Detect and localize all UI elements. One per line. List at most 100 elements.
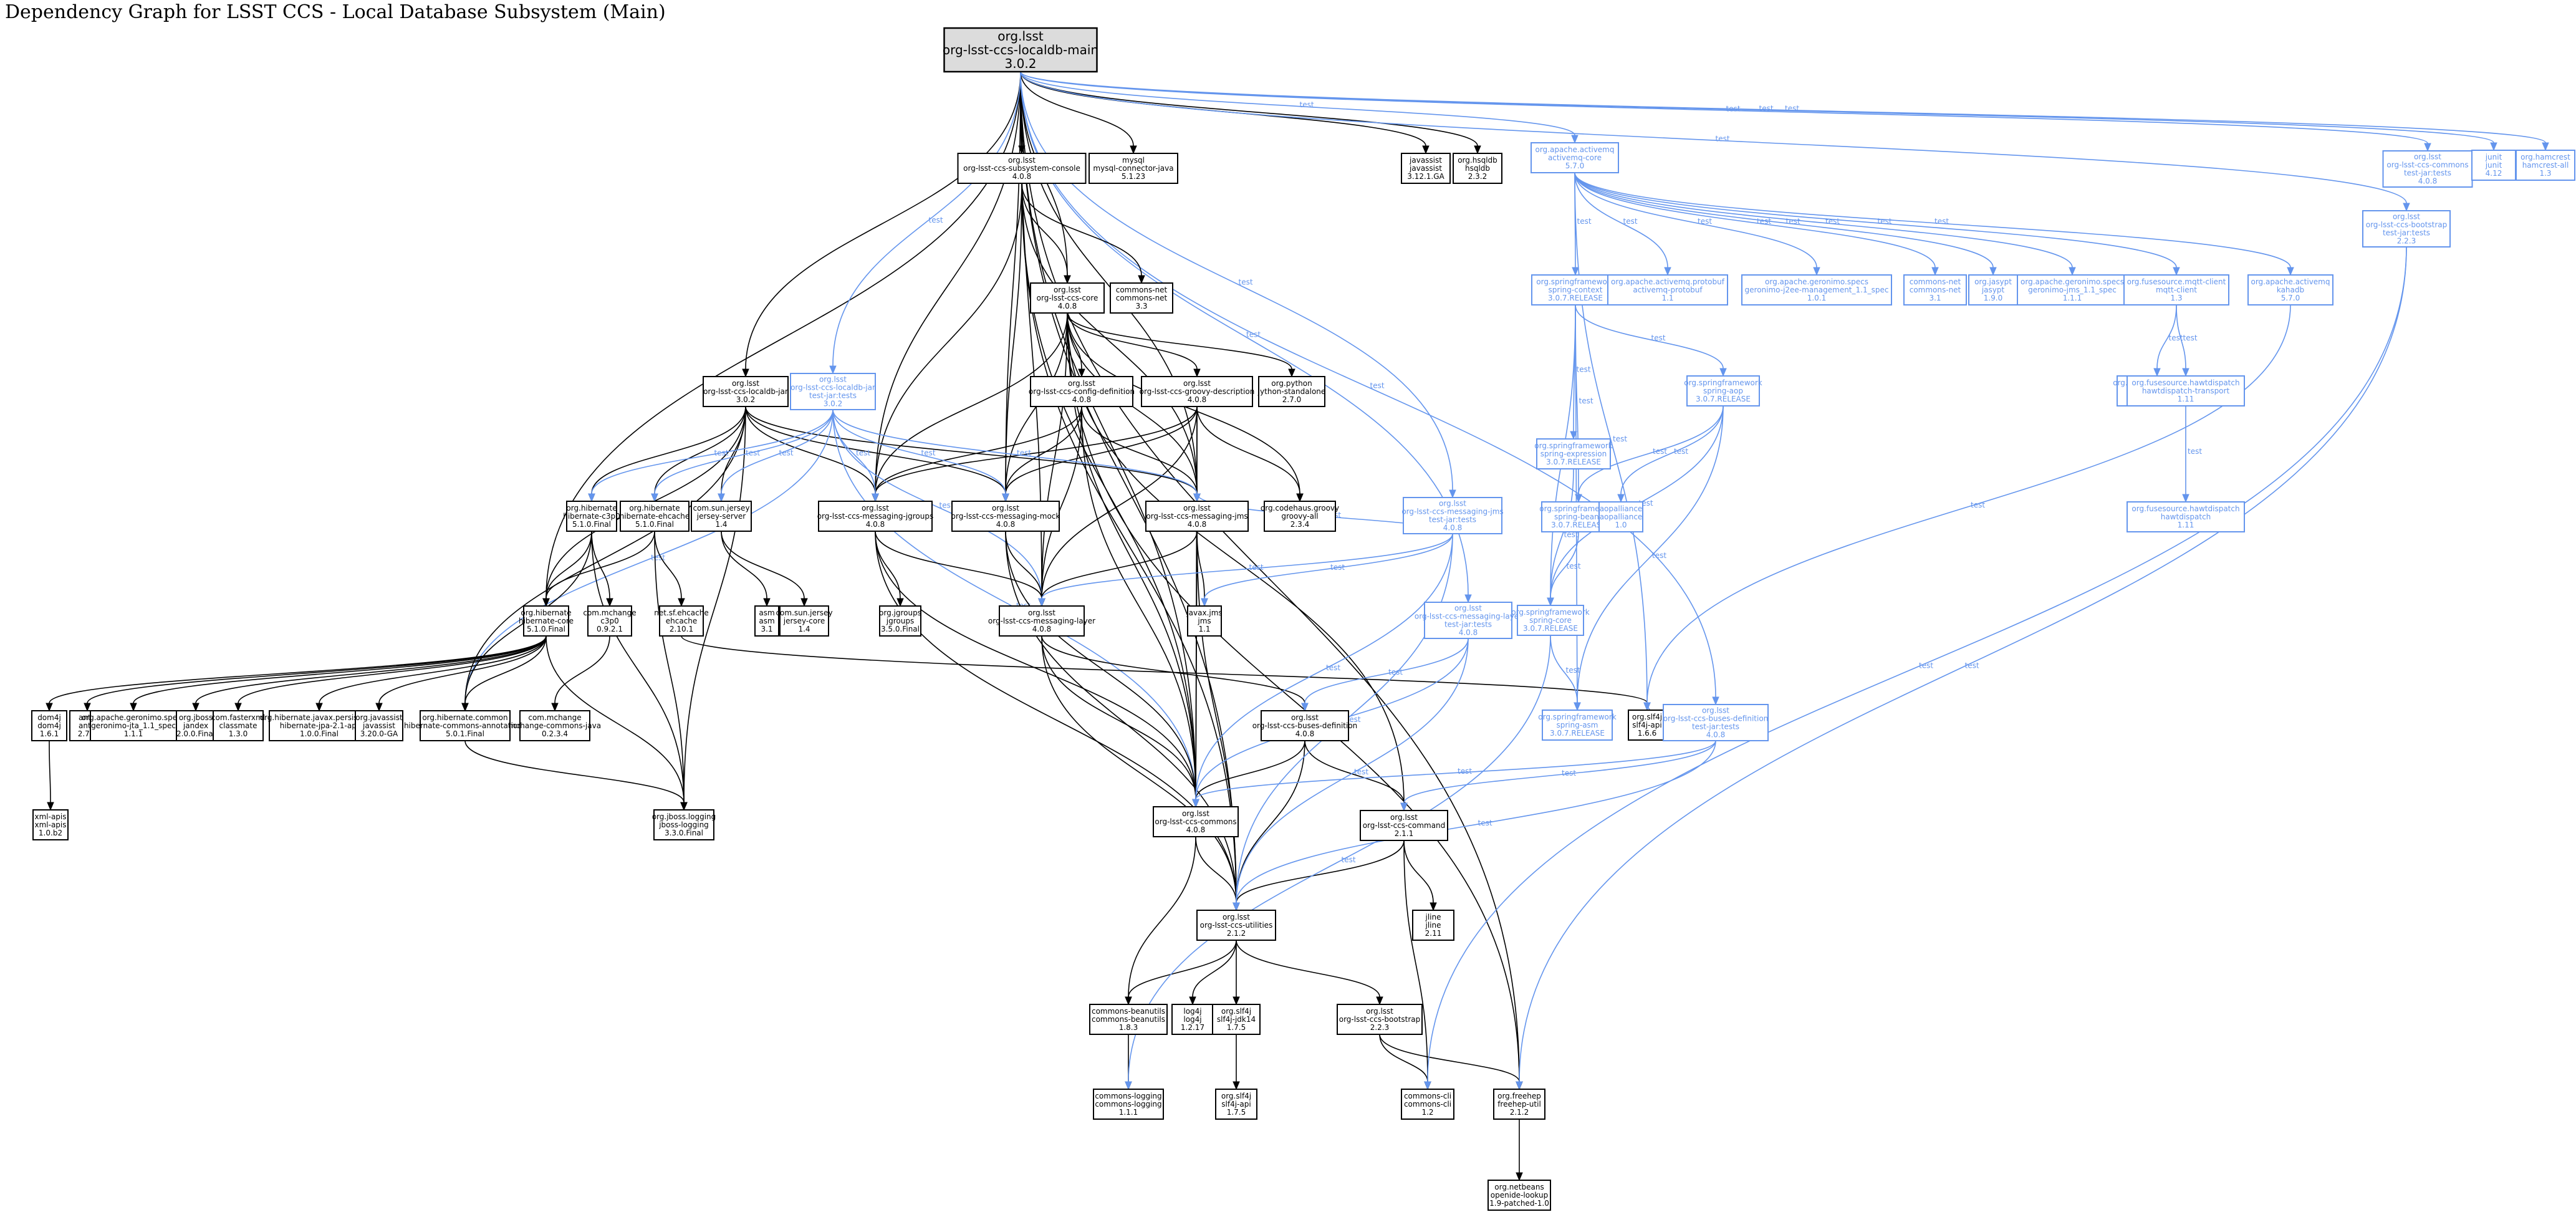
node-msg-layer-tests[interactable]: org.lsstorg-lsst-ccs-messaging-layertest… xyxy=(1415,602,1522,639)
node-console[interactable]: org.lsstorg-lsst-ccs-subsystem-console4.… xyxy=(957,153,1087,184)
node-commons-tests[interactable]: org.lsstorg-lsst-ccs-commonstest-jar:tes… xyxy=(2382,150,2473,188)
node-jms-spec[interactable]: org.apache.geronimo.specsgeronimo-jms_1.… xyxy=(2017,274,2128,305)
edge-line xyxy=(1574,172,2177,268)
node-label-line: org.jasypt xyxy=(1974,277,2012,286)
node-label-line: spring-beans xyxy=(1554,512,1603,521)
dependency-edge: test xyxy=(718,409,834,503)
node-hawt-transport[interactable]: org.fusesource.hawtdispatchhawtdispatch-… xyxy=(2127,375,2245,406)
edge-line xyxy=(1005,71,1021,494)
node-localdb-tests[interactable]: org.lsstorg-lsst-ccs-localdb-jartest-jar… xyxy=(790,373,876,410)
node-hib-annotations[interactable]: org.hibernate.commonhibernate-commons-an… xyxy=(404,710,526,741)
node-label-line: org.freehep xyxy=(1497,1092,1541,1100)
node-label-line: geronimo-jms_1.1_spec xyxy=(2028,286,2117,294)
edge-label-test: test xyxy=(746,449,760,458)
arrowhead xyxy=(1547,597,1554,607)
edge-label-test: test xyxy=(1613,435,1627,443)
edge-line xyxy=(1021,183,1237,903)
node-msg-jms-tests[interactable]: org.lsstorg-lsst-ccs-messaging-jmstest-j… xyxy=(1401,497,1504,534)
node-label-line: slf4j-api xyxy=(1221,1100,1251,1109)
node-msg-layer[interactable]: org.lsstorg-lsst-ccs-messaging-layer4.0.… xyxy=(988,605,1095,637)
arrowhead xyxy=(2182,368,2189,377)
dependency-edge xyxy=(1236,940,1383,1006)
node-spring-core[interactable]: org.springframeworkspring-core3.0.7.RELE… xyxy=(1511,605,1590,636)
node-config-def[interactable]: org.lsstorg-lsst-ccs-config-definition4.… xyxy=(1029,376,1135,407)
node-buses-def[interactable]: org.lsstorg-lsst-ccs-buses-definition4.0… xyxy=(1252,710,1358,741)
edge-line xyxy=(319,635,547,704)
node-bootstrap-tests[interactable]: org.lsstorg-lsst-ccs-bootstraptest-jar:t… xyxy=(2362,210,2451,248)
node-hawtdispatch[interactable]: org.fusesource.hawtdispatchhawtdispatch1… xyxy=(2127,501,2245,532)
edge-label-test: test xyxy=(779,449,794,458)
node-jboss-logging[interactable]: org.jboss.loggingjboss-logging3.3.0.Fina… xyxy=(652,809,716,840)
node-msg-jgroups[interactable]: org.lsstorg-lsst-ccs-messaging-jgroups4.… xyxy=(817,501,934,532)
node-buses-tests[interactable]: org.lsstorg-lsst-ccs-buses-definitiontes… xyxy=(1663,704,1769,741)
node-spring-asm[interactable]: org.springframeworkspring-asm3.0.7.RELEA… xyxy=(1538,710,1617,741)
node-groovy-desc[interactable]: org.lsstorg-lsst-ccs-groovy-description4… xyxy=(1140,376,1255,407)
edge-label-test: test xyxy=(1785,104,1799,113)
node-spring-expr[interactable]: org.springframeworkspring-expression3.0.… xyxy=(1534,438,1613,469)
dependency-edge: test xyxy=(1020,71,1719,706)
edge-line xyxy=(1577,405,1724,703)
node-jpa-api[interactable]: org.hibernate.javax.persistencehibernate… xyxy=(260,710,379,741)
edge-line xyxy=(1195,740,1305,800)
edge-line xyxy=(875,531,1042,599)
node-jta-spec[interactable]: org.apache.geronimo.specsgeronimo-jta_1.… xyxy=(82,710,185,741)
node-label-line: org-lsst-ccs-bootstrap xyxy=(1339,1015,1421,1024)
node-hib-ehcache[interactable]: org.hibernatehibernate-ehcache5.1.0.Fina… xyxy=(620,501,690,532)
node-spring-aop[interactable]: org.springframeworkspring-aop3.0.7.RELEA… xyxy=(1684,375,1762,406)
edge-line xyxy=(1020,71,1196,800)
node-amq-protobuf[interactable]: org.apache.activemq.protobufactivemq-pro… xyxy=(1607,274,1728,305)
node-spring-context[interactable]: org.springframeworkspring-context3.0.7.R… xyxy=(1531,274,1620,305)
node-openide[interactable]: org.netbeansopenide-lookup1.9-patched-1.… xyxy=(1487,1180,1551,1211)
node-j2ee-mgmt[interactable]: org.apache.geronimo.specsgeronimo-j2ee-m… xyxy=(1741,274,1892,305)
node-label-line: 2.1.1 xyxy=(1395,829,1414,838)
